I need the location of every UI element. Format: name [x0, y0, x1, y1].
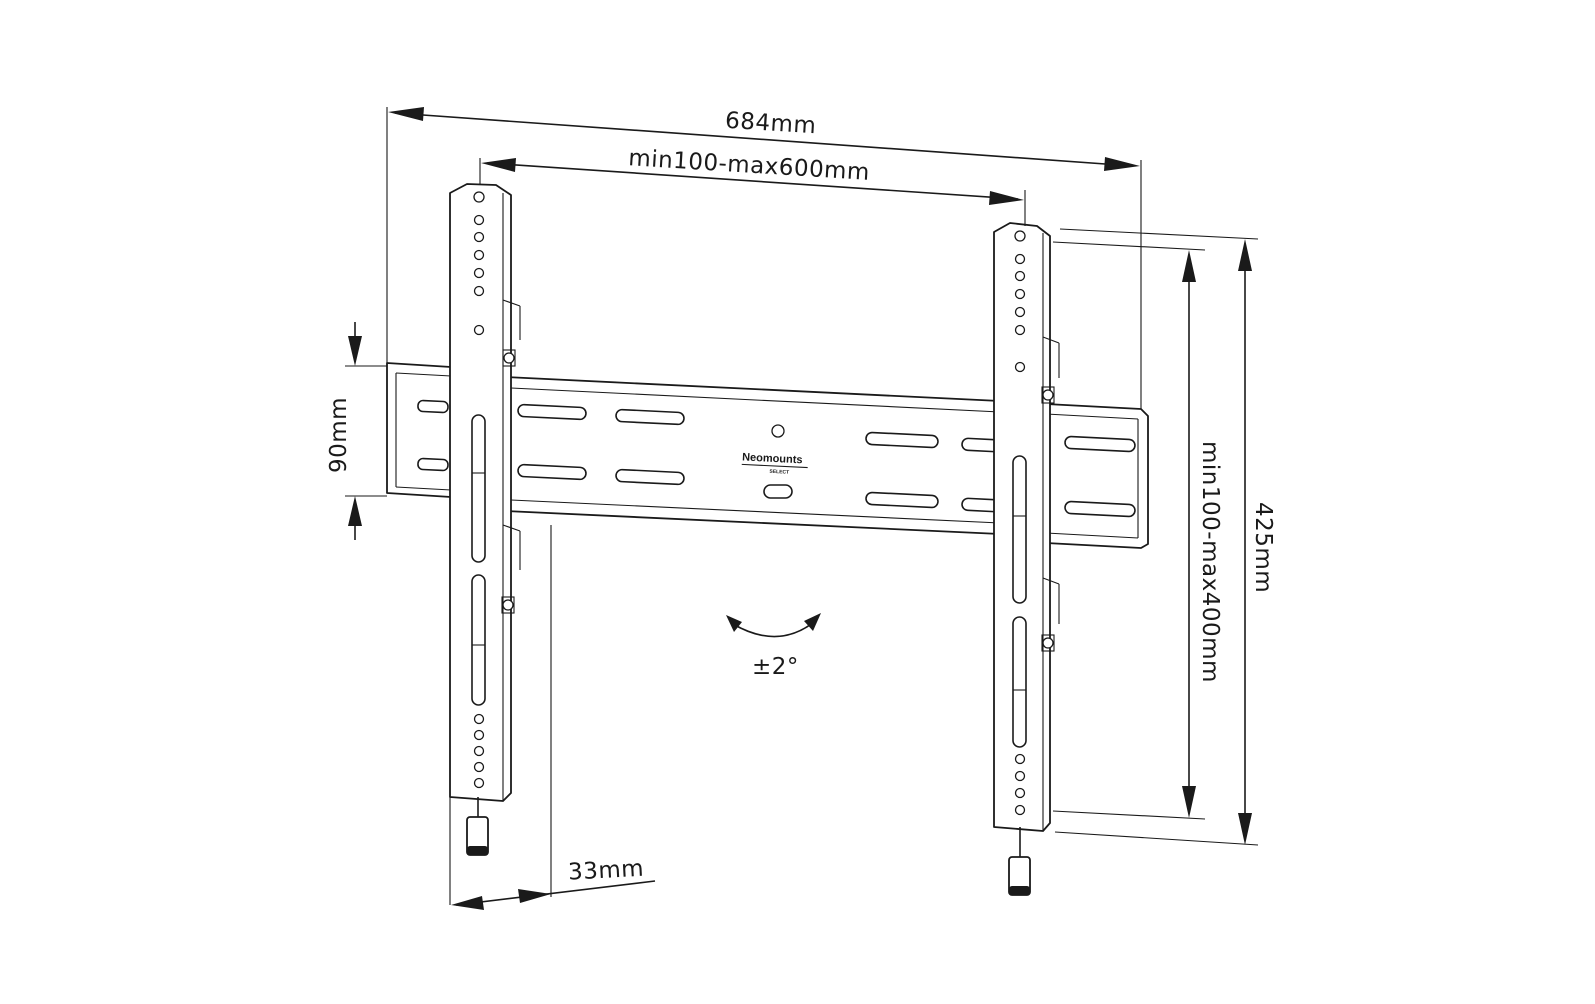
right-arm [993, 222, 1060, 896]
logo-subtext: SELECT [769, 469, 789, 476]
vesa-width-label: min100-max600mm [628, 145, 871, 186]
wall-rail [386, 362, 1149, 549]
overall-height-dimension: 425mm [1054, 228, 1276, 846]
logo-text: Neomounts [742, 451, 803, 466]
rail-height-dimension: 90mm [326, 322, 387, 540]
vesa-width-dimension: min100-max600mm [479, 145, 1026, 226]
depth-dimension: 33mm [449, 525, 656, 910]
vesa-height-label: min100-max400mm [1197, 441, 1223, 683]
left-arm [449, 183, 521, 856]
overall-width-label: 684mm [724, 108, 817, 140]
tilt-label: ±2° [752, 654, 799, 680]
tilt-indicator: ±2° [726, 613, 821, 680]
neomounts-logo: Neomounts SELECT [741, 451, 808, 476]
rail-height-label: 90mm [326, 397, 352, 473]
vesa-height-dimension: min100-max400mm [1052, 241, 1223, 820]
depth-label: 33mm [567, 856, 644, 886]
overall-width-dimension: 684mm [386, 107, 1142, 409]
overall-height-label: 425mm [1250, 502, 1276, 593]
